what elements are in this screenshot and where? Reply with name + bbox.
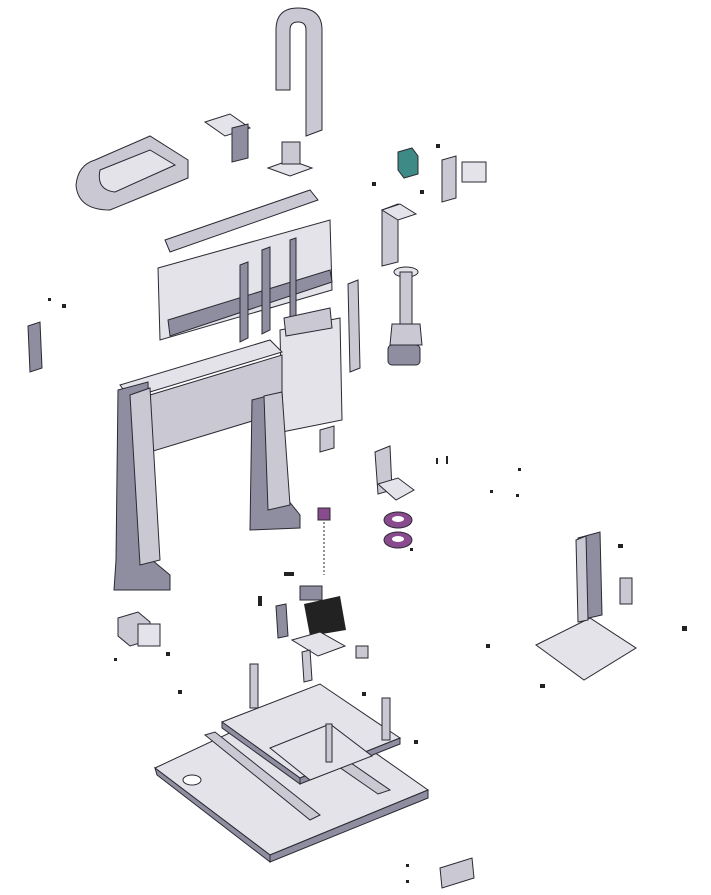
bottom-plate-small — [439, 857, 475, 889]
xy-table-plate — [269, 723, 374, 781]
z-axis-plate — [279, 307, 343, 433]
carriage-assembly — [275, 585, 369, 683]
motor-mount-top — [266, 141, 314, 177]
fasteners — [48, 144, 687, 883]
purple-ring-bottom — [383, 531, 413, 549]
vertical-slider-strip — [347, 279, 361, 373]
right-stand-assembly — [535, 531, 637, 681]
plate-bracket-right — [441, 155, 487, 203]
purple-block — [317, 507, 331, 575]
small-plate — [319, 425, 335, 453]
linear-rail-assembly — [157, 189, 333, 343]
posts — [249, 663, 391, 741]
l-bracket-mid — [374, 445, 415, 501]
spindle-column — [387, 266, 423, 366]
cable-chain-vertical — [275, 7, 323, 137]
teal-sensor — [397, 147, 419, 179]
angle-bracket — [380, 203, 418, 267]
left-motor — [117, 611, 161, 647]
purple-ring-top — [383, 511, 413, 529]
main-gantry-frame — [113, 339, 301, 591]
cable-chain-horizontal — [75, 135, 189, 211]
bracket-small-top — [203, 113, 252, 163]
left-end-plate — [27, 321, 43, 373]
